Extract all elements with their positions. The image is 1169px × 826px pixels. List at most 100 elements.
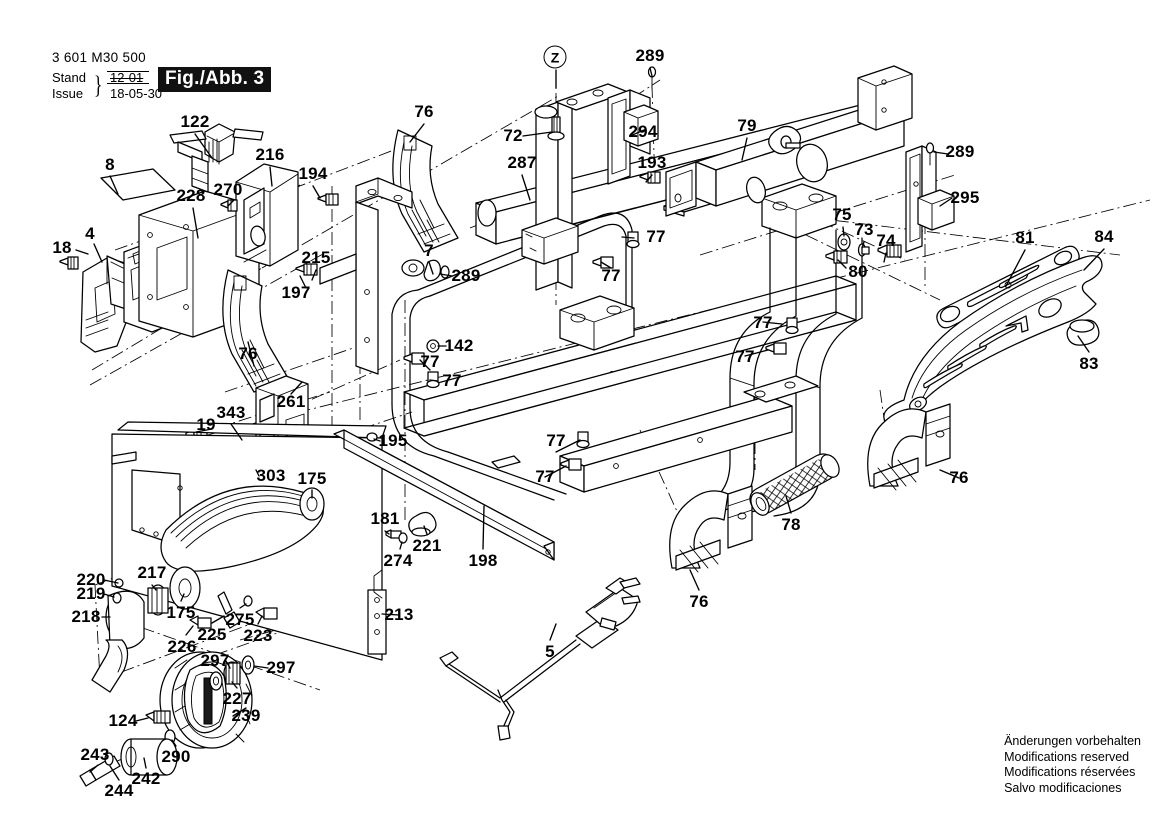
part-callout-226: 226 [167, 637, 197, 656]
part-callout-216: 216 [255, 145, 285, 164]
part-callout-243: 243 [80, 745, 110, 764]
part-callout-343: 343 [216, 403, 246, 422]
part-group-181-274-221 [385, 511, 437, 544]
part-group-guard-76-upper [392, 129, 459, 253]
part-callout-181: 181 [370, 509, 400, 528]
part-group-guard-76-left [222, 269, 289, 393]
footer-line-2: Modifications réservées [1004, 765, 1136, 779]
date-superseded: 12-01 [106, 70, 150, 85]
part-callout-197: 197 [281, 283, 311, 302]
part-callout-8: 8 [105, 155, 115, 174]
part-group-bracket-294 [607, 66, 659, 185]
part-group-guard-76-right [867, 403, 951, 491]
part-callout-294: 294 [628, 122, 658, 141]
part-callout-303: 303 [256, 466, 286, 485]
part-callout-77: 77 [601, 266, 621, 285]
part-group-drum-239 [79, 651, 255, 787]
part-callout-7: 7 [424, 241, 434, 260]
part-callout-76: 76 [949, 468, 969, 487]
part-callout-77: 77 [546, 431, 566, 450]
part-callout-77: 77 [735, 347, 755, 366]
part-callout-215: 215 [301, 248, 331, 267]
footer-line-0: Änderungen vorbehalten [1004, 734, 1141, 748]
part-callout-227: 227 [222, 689, 252, 708]
part-callout-218: 218 [71, 607, 101, 626]
part-group-225-226-223 [189, 591, 278, 629]
part-callout-274: 274 [383, 551, 413, 570]
part-callout-261: 261 [276, 392, 306, 411]
part-callout-142: 142 [444, 336, 474, 355]
part-callout-275: 275 [225, 610, 255, 629]
part-callout-76: 76 [238, 344, 258, 363]
part-callout-76: 76 [689, 592, 709, 611]
callout-leader-lines [75, 67, 1105, 781]
part-callout-295: 295 [950, 188, 980, 207]
part-callout-270: 270 [213, 180, 243, 199]
part-group-grip-78 [749, 453, 840, 516]
part-callout-217: 217 [137, 563, 167, 582]
part-callout-84: 84 [1094, 227, 1114, 246]
part-callout-228: 228 [176, 186, 206, 205]
part-callout-195: 195 [378, 431, 408, 450]
part-callout-175: 175 [166, 603, 196, 622]
part-group-guard-76-bottom [669, 485, 753, 573]
footer-line-3: Salvo modificaciones [1004, 780, 1122, 795]
part-callout-289: 289 [945, 142, 975, 161]
stand-label: Stand [52, 70, 86, 85]
part-callout-198: 198 [468, 551, 498, 570]
part-callout-242: 242 [131, 769, 161, 788]
part-callout-77: 77 [535, 467, 555, 486]
part-group-rail-79 [639, 65, 913, 217]
part-callout-19: 19 [196, 415, 216, 434]
part-callout-290: 290 [161, 747, 191, 766]
part-callout-77: 77 [646, 227, 666, 246]
date-current: 18-05-30 [110, 86, 163, 101]
part-callout-124: 124 [108, 711, 138, 730]
figure-badge: Fig./Abb. 3 [158, 67, 272, 92]
part-callout-75: 75 [832, 205, 852, 224]
part-group-guide-198 [333, 429, 555, 561]
part-callout-4: 4 [85, 224, 95, 243]
part-callout-79: 79 [737, 116, 757, 135]
part-callout-73: 73 [854, 220, 874, 239]
part-group-lever-122 [169, 123, 264, 193]
part-group-pulleys [91, 487, 325, 693]
part-callout-5: 5 [545, 642, 555, 661]
part-callout-297: 297 [266, 658, 296, 677]
part-callout-74: 74 [876, 231, 896, 250]
part-callout-239: 239 [231, 706, 261, 725]
part-callout-244: 244 [104, 781, 134, 800]
part-callout-219: 219 [76, 584, 106, 603]
part-callout-175: 175 [297, 469, 327, 488]
part-callout-221: 221 [412, 536, 442, 555]
part-callout-18: 18 [52, 238, 72, 257]
part-callout-80: 80 [848, 262, 868, 281]
section-marker-z: Z [543, 45, 567, 69]
part-callout-78: 78 [781, 515, 801, 534]
part-callout-76: 76 [414, 102, 434, 121]
part-callout-81: 81 [1015, 228, 1035, 247]
part-group-main-frame [319, 83, 901, 517]
part-callout-297: 297 [200, 651, 230, 670]
part-callout-77: 77 [442, 371, 462, 390]
part-callout-193: 193 [637, 153, 667, 172]
part-callout-287: 287 [507, 153, 537, 172]
part-group-block-216 [220, 163, 339, 267]
part-callout-289: 289 [451, 266, 481, 285]
issue-label: Issue [52, 86, 84, 101]
stand-issue-block: Stand Issue } 12-01 18-05-30 [52, 70, 172, 106]
part-callout-77: 77 [420, 352, 440, 371]
part-callout-289: 289 [635, 46, 665, 65]
part-callout-223: 223 [243, 626, 273, 645]
part-callout-194: 194 [298, 164, 328, 183]
diagram-header: 3 601 M30 500 Stand Issue } 12-01 18-05-… [52, 50, 312, 106]
part-group-bar-81-arm-84 [883, 245, 1103, 433]
part-callout-122: 122 [180, 112, 210, 131]
part-callout-213: 213 [384, 605, 414, 624]
part-callout-83: 83 [1079, 354, 1099, 373]
part-callout-225: 225 [197, 625, 227, 644]
